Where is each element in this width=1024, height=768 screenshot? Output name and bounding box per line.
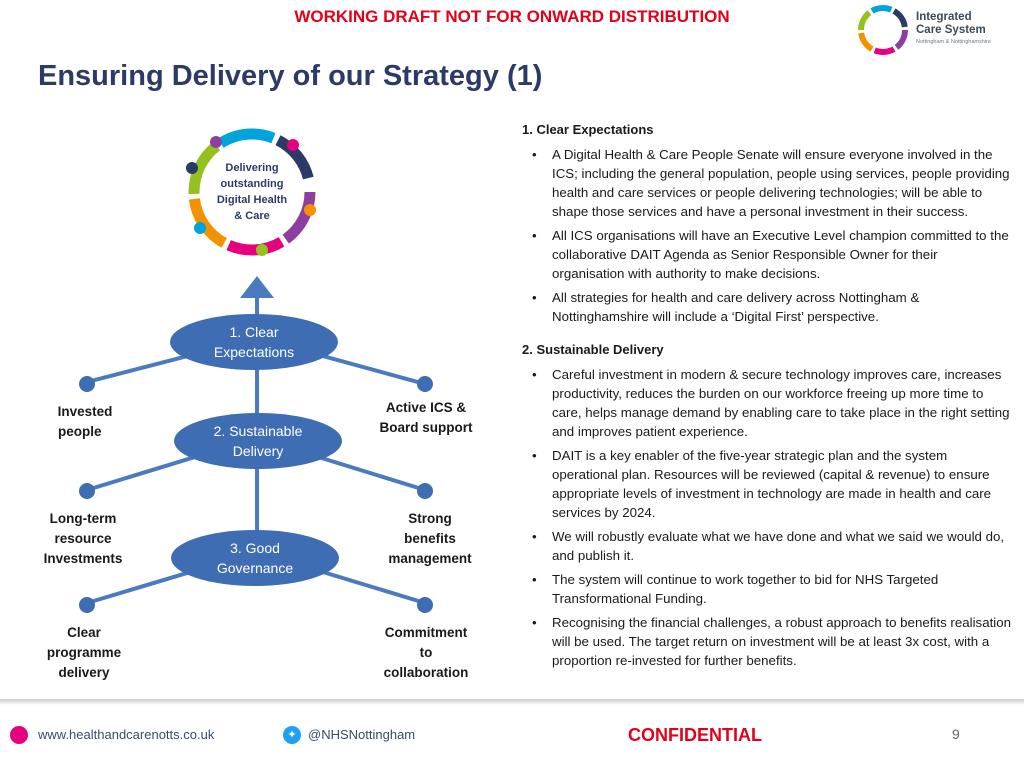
branch-dot [417, 597, 433, 613]
footer-divider [0, 699, 1024, 705]
label-commitment: Commitment to collaboration [366, 623, 486, 683]
bullet-item: A Digital Health & Care People Senate wi… [520, 145, 1012, 221]
label-line: to [419, 645, 433, 660]
oval-sustainable-text: 2. Sustainable Delivery [184, 421, 332, 461]
oval-text-line: Governance [216, 560, 294, 576]
label-line: Clear [67, 625, 101, 640]
diagram-lines [79, 128, 433, 613]
branch-dot [79, 376, 95, 392]
strategy-diagram: Delivering outstanding Digital Health & … [0, 100, 520, 700]
bullet-item: All ICS organisations will have an Execu… [520, 226, 1012, 283]
bullet-list: A Digital Health & Care People Senate wi… [520, 145, 1012, 326]
label-line: Long-term [49, 511, 117, 526]
bullet-item: The system will continue to work togethe… [520, 570, 1012, 608]
twitter-handle[interactable]: @NHSNottingham [308, 727, 416, 742]
label-line: Active ICS & [385, 400, 467, 415]
label-line: people [58, 424, 102, 439]
branch-dot [79, 483, 95, 499]
oval-good-governance [171, 530, 339, 586]
web-icon [10, 726, 28, 744]
circle-text-line: Delivering [225, 162, 279, 174]
page-title: Ensuring Delivery of our Strategy (1) [38, 60, 543, 92]
twitter-icon: ✦ [283, 726, 301, 744]
branch-dot [417, 483, 433, 499]
oval-text-line: 2. Sustainable [213, 423, 303, 439]
label-active-ics: Active ICS & Board support [366, 398, 486, 438]
bullet-list: Careful investment in modern & secure te… [520, 365, 1012, 670]
strategy-text: 1. Clear Expectations A Digital Health &… [520, 118, 1012, 680]
branch-dot [417, 376, 433, 392]
bullet-item: We will robustly evaluate what we have d… [520, 527, 1012, 565]
oval-clear-expectations [170, 314, 338, 370]
arrow-head [240, 276, 274, 298]
bullet-item: DAIT is a key enabler of the five-year s… [520, 446, 1012, 522]
oval-text-line: 3. Good [230, 540, 280, 556]
oval-text-line: 1. Clear [229, 324, 279, 340]
oval-clear-text: 1. Clear Expectations [180, 322, 328, 362]
label-line: delivery [58, 665, 110, 680]
bullet-item: Recognising the financial challenges, a … [520, 613, 1012, 670]
section-heading: 1. Clear Expectations [522, 122, 654, 137]
oval-governance-text: 3. Good Governance [181, 538, 329, 578]
confidential-label: CONFIDENTIAL [628, 725, 762, 745]
label-clear-programme: Clear programme delivery [29, 623, 139, 683]
bullet-item: Careful investment in modern & secure te… [520, 365, 1012, 441]
label-line: benefits [404, 531, 456, 546]
oval-sustainable-delivery [174, 413, 342, 469]
circle-text-line: Digital Health [216, 194, 288, 206]
page-number: 9 [952, 726, 960, 742]
label-line: Strong [408, 511, 452, 526]
label-line: Investments [43, 551, 123, 566]
logo-line1: Integrated [916, 11, 972, 23]
oval-text-line: Delivery [232, 443, 284, 459]
oval-text-line: Expectations [213, 344, 295, 360]
circle-caption: Delivering outstanding Digital Health & … [200, 160, 304, 224]
logo-line2: Care System [916, 24, 986, 36]
ics-logo: Integrated Care System Nottingham & Nott… [855, 2, 1015, 58]
logo-subtitle: Nottingham & Nottinghamshire [916, 39, 991, 45]
label-line: Commitment [384, 625, 468, 640]
label-line: Invested [57, 404, 113, 419]
ics-logo-icon [858, 5, 908, 55]
website-link[interactable]: www.healthandcarenotts.co.uk [38, 727, 215, 742]
bullet-item: All strategies for health and care deliv… [520, 288, 1012, 326]
label-line: management [388, 551, 472, 566]
label-long-term: Long-term resource Investments [28, 509, 138, 569]
circle-text-line: outstanding [220, 178, 284, 190]
draft-banner: WORKING DRAFT NOT FOR ONWARD DISTRIBUTIO… [294, 7, 730, 26]
section-heading: 2. Sustainable Delivery [522, 342, 664, 357]
label-strong-benefits: Strong benefits management [375, 509, 485, 569]
label-line: collaboration [383, 665, 469, 680]
label-line: Board support [379, 420, 473, 435]
label-line: resource [54, 531, 112, 546]
delivering-circle-icon [186, 128, 316, 256]
branch-dot [79, 597, 95, 613]
label-invested-people: Invested people [30, 402, 140, 442]
circle-text-line: & Care [234, 210, 270, 222]
label-line: programme [46, 645, 122, 660]
